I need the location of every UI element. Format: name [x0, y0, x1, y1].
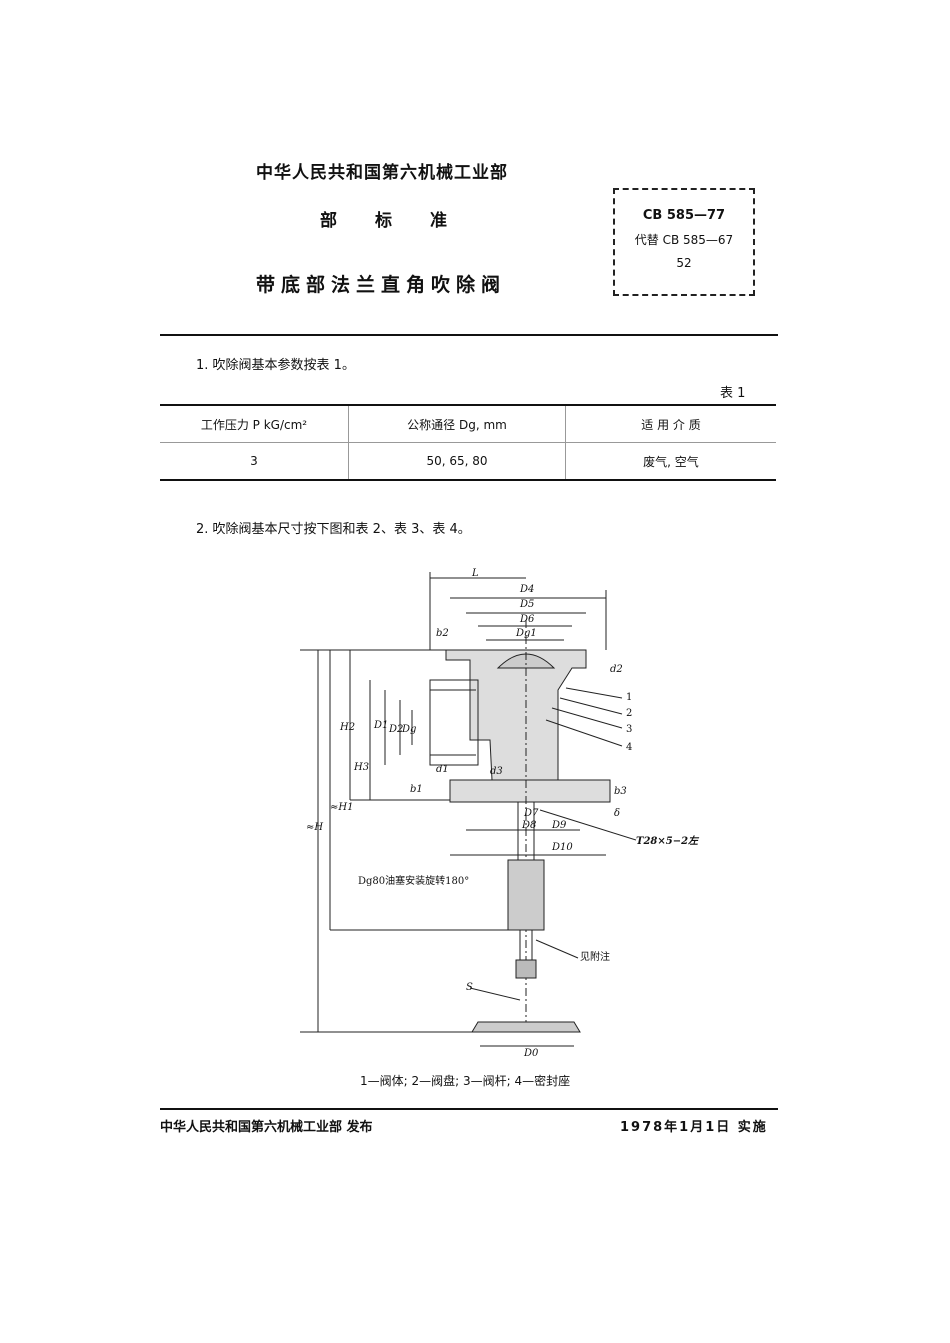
label-part-3: 3 — [626, 724, 632, 735]
table-1-label: 表 1 — [720, 386, 746, 401]
label-see-note: 见附注 — [580, 950, 610, 963]
label-d1: d1 — [436, 764, 449, 775]
section-2-text: 2. 吹除阀基本尺寸按下图和表 2、表 3、表 4。 — [196, 522, 471, 537]
label-Dg1: Dg1 — [515, 628, 537, 639]
label-part-1: 1 — [626, 692, 632, 703]
label-b1: b1 — [410, 784, 423, 795]
label-part-2: 2 — [626, 708, 632, 719]
ministry-name: 中华人民共和国第六机械工业部 — [256, 163, 508, 183]
label-D9: D9 — [551, 820, 567, 831]
label-D4: D4 — [519, 584, 534, 595]
label-thread: T28×5−2左 — [636, 835, 700, 847]
standard-code: CB 585—77 — [642, 208, 726, 223]
label-D1: D1 — [373, 720, 388, 731]
label-Dg: Dg — [401, 724, 416, 735]
figure-caption: 1—阀体; 2—阀盘; 3—阀杆; 4—密封座 — [360, 1074, 571, 1088]
label-part-4: 4 — [626, 742, 632, 753]
label-plug-note: Dg80油塞安装旋转180° — [358, 874, 469, 887]
label-D6: D6 — [519, 614, 535, 625]
label-D0: D0 — [523, 1048, 539, 1059]
label-d2: d2 — [610, 664, 623, 675]
cell-nominal-diameter: 50, 65, 80 — [348, 442, 566, 480]
label-d3: d3 — [490, 766, 503, 777]
cell-medium: 废气, 空气 — [565, 442, 776, 480]
label-D5: D5 — [519, 599, 534, 610]
label-H3: H3 — [353, 762, 369, 773]
label-D10: D10 — [551, 842, 573, 853]
label-D8: D8 — [521, 820, 536, 831]
standard-type: 部标准 — [320, 211, 485, 231]
label-D2: D2 — [388, 724, 403, 735]
label-delta: δ — [614, 808, 620, 819]
replaces-code: 代替 CB 585—67 — [634, 233, 734, 247]
label-L: L — [471, 568, 479, 579]
label-S: S — [466, 982, 473, 993]
footer-divider — [160, 1108, 778, 1110]
header-medium: 适 用 介 质 — [565, 405, 776, 443]
header-nominal-diameter: 公称通径 Dg, mm — [348, 405, 566, 443]
label-b3: b3 — [614, 786, 627, 797]
label-H1: ≈H1 — [330, 802, 353, 813]
section-1-text: 1. 吹除阀基本参数按表 1。 — [196, 358, 355, 373]
footer-effective-date: 1978年1月1日 实施 — [620, 1120, 768, 1135]
valve-drawing: L D4 D5 D6 Dg1 b2 d2 H2 H3 D1 D2 Dg d1 d… — [300, 568, 700, 1059]
label-H: ≈H — [306, 822, 323, 833]
document-title: 带底部法兰直角吹除阀 — [256, 274, 507, 296]
label-D7: D7 — [523, 808, 539, 819]
parameter-table: 工作压力 P kG/cm² 公称通径 Dg, mm 适 用 介 质 3 50, … — [160, 404, 776, 481]
label-b2: b2 — [436, 628, 449, 639]
cell-pressure: 3 — [250, 454, 258, 468]
header-divider — [160, 334, 778, 336]
header-pressure: 工作压力 P kG/cm² — [160, 405, 349, 443]
standard-code-box: CB 585—77 代替 CB 585—67 52 — [613, 188, 755, 296]
label-H2: H2 — [339, 722, 355, 733]
footer-publisher: 中华人民共和国第六机械工业部 发布 — [160, 1120, 373, 1135]
page-number: 52 — [676, 256, 692, 270]
